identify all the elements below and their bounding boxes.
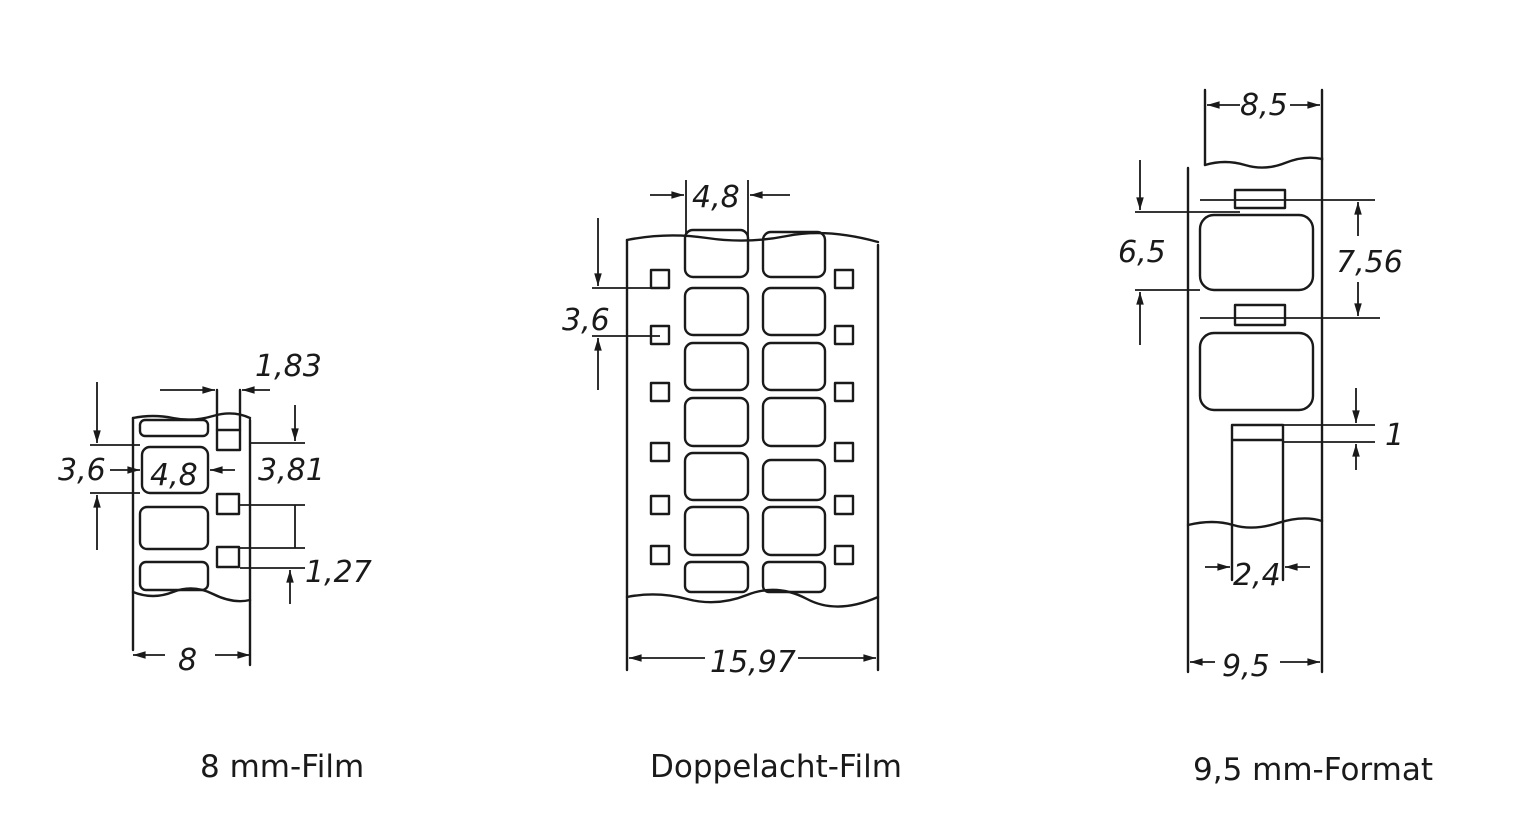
dim-pitch: 3,81: [258, 453, 325, 488]
caption-8mm: 8 mm-Film: [200, 749, 364, 785]
dim-frame-height: 6,5: [1118, 235, 1166, 270]
dim-frame-width: 4,8: [150, 458, 198, 493]
dim-frame-height: 3,6: [58, 453, 106, 488]
dim-film-width: 9,5: [1222, 649, 1270, 684]
caption-9-5mm: 9,5 mm-Format: [1193, 752, 1433, 788]
dim-frame-height: 3,6: [562, 303, 610, 338]
dim-frame-width: 8,5: [1240, 88, 1288, 123]
dim-perf-height: 1: [1385, 418, 1404, 453]
dim-perf-height: 1,27: [305, 555, 372, 590]
dim-perf-width: 2,4: [1233, 558, 1281, 593]
caption-double-8: Doppelacht-Film: [650, 749, 902, 785]
film-9-5mm: 8,5 6,5 7,56 1 2,4 9,5: [1118, 88, 1404, 684]
dim-perf-width: 1,83: [255, 349, 322, 384]
film-8mm: 1,83 3,6 4,8 3,81 1,27 8: [58, 349, 372, 678]
dim-film-width: 8: [178, 643, 197, 678]
dim-pitch: 7,56: [1336, 245, 1403, 280]
dim-frame-width: 4,8: [692, 180, 740, 215]
film-double-8: 4,8 3,6 15,97: [562, 180, 880, 680]
dim-film-width: 15,97: [710, 645, 796, 680]
